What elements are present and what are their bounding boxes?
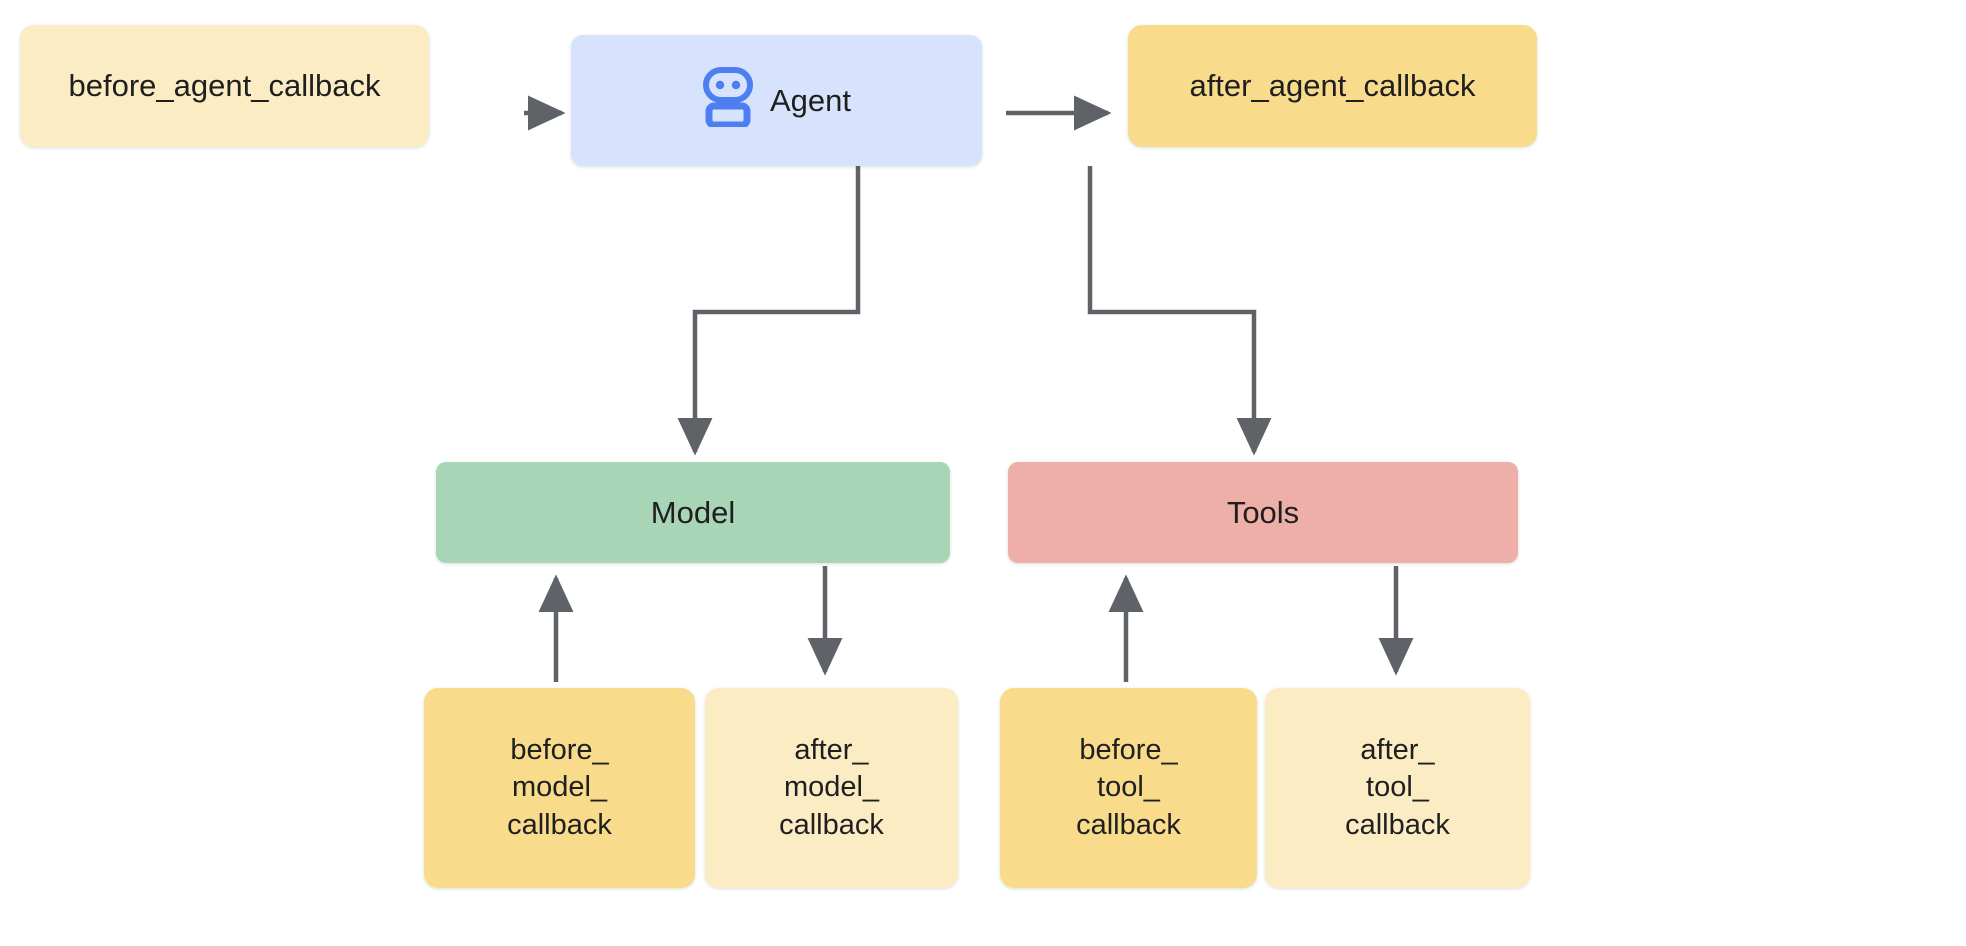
- robot-icon: [702, 66, 754, 135]
- node-model-label: Model: [650, 494, 736, 530]
- node-before-model-callback[interactable]: before_ model_ callback: [424, 688, 695, 888]
- node-model[interactable]: Model: [436, 462, 950, 563]
- node-before-tool-callback[interactable]: before_ tool_ callback: [1000, 688, 1257, 888]
- edge-agent-to-tools: [1087, 166, 1272, 456]
- node-before-tool-callback-label: before_ tool_ callback: [1076, 734, 1181, 841]
- node-agent-label: Agent: [769, 82, 851, 118]
- node-after-model-callback-label: after_ model_ callback: [779, 734, 884, 841]
- node-after-tool-callback[interactable]: after_ tool_ callback: [1265, 688, 1530, 888]
- node-before-agent-callback-label: before_agent_callback: [68, 68, 381, 104]
- node-after-agent-callback[interactable]: after_agent_callback: [1128, 25, 1537, 147]
- node-before-model-callback-label: before_ model_ callback: [507, 734, 612, 841]
- node-after-agent-callback-label: after_agent_callback: [1189, 68, 1476, 104]
- node-after-tool-callback-label: after_ tool_ callback: [1345, 734, 1450, 841]
- node-tools[interactable]: Tools: [1008, 462, 1518, 563]
- edge-agent-to-model: [677, 166, 861, 456]
- node-after-model-callback[interactable]: after_ model_ callback: [705, 688, 958, 888]
- node-agent[interactable]: Agent: [571, 35, 982, 166]
- node-before-agent-callback[interactable]: before_agent_callback: [20, 25, 429, 147]
- node-tools-label: Tools: [1226, 494, 1300, 530]
